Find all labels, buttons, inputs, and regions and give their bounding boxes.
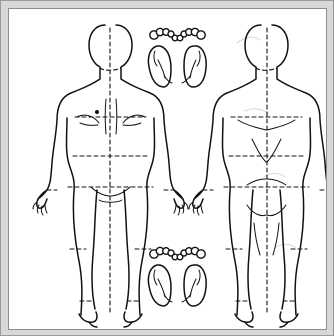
body-chart-drawing bbox=[9, 9, 327, 330]
right-foot-sole-bottom bbox=[177, 247, 206, 306]
back-body-outline bbox=[189, 25, 327, 327]
right-foot-sole-top bbox=[177, 28, 206, 87]
foot-soles-bottom bbox=[148, 247, 206, 306]
front-body-dashed-guides bbox=[47, 28, 174, 315]
body-chart-panel bbox=[8, 8, 327, 330]
foot-soles-top bbox=[148, 28, 206, 87]
left-foot-sole-top bbox=[148, 28, 177, 87]
left-foot-sole-bottom bbox=[148, 247, 177, 306]
back-body-dashed-guides bbox=[203, 28, 327, 315]
